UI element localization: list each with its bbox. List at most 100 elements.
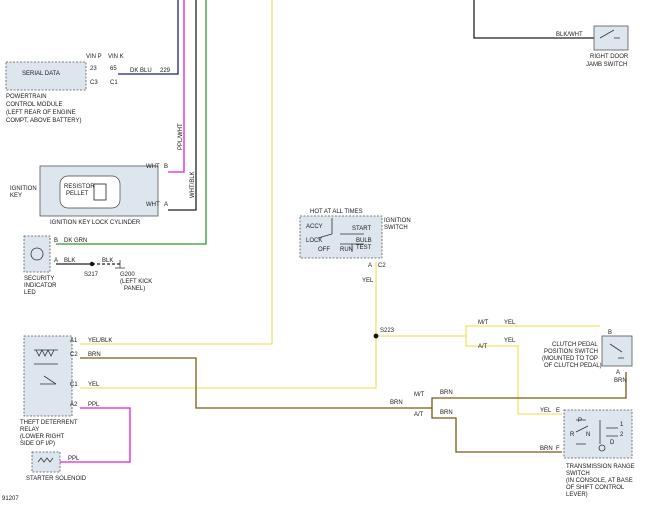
led-wire-a2: BLK [102, 258, 113, 264]
clutch-caption-4: OF CLUTCH PEDAL) [544, 363, 602, 369]
led-caption-1: SECURITY [24, 276, 54, 282]
door-switch-box [593, 25, 629, 51]
clutch-caption-1: CLUTCH PEDAL [552, 342, 598, 348]
clutch-contact [609, 343, 624, 359]
brn-main: BRN [390, 400, 403, 406]
trans-contacts [575, 419, 618, 445]
wire-yel-ign [80, 262, 377, 389]
wire-ppl-wht-label: PPL/WHT [178, 123, 184, 150]
relay-wire-a1: YEL/BLK [88, 338, 112, 344]
pcm-box [5, 61, 87, 91]
led-splice: S217 [84, 272, 99, 278]
ign-title-1: IGNITION [384, 218, 411, 224]
clutch-pin-b: B [608, 330, 612, 336]
solenoid-coil [37, 457, 54, 463]
ign-wire: YEL [362, 278, 374, 284]
brn-wire-mt: BRN [440, 390, 453, 396]
relay-pin-a1: A1 [70, 338, 78, 344]
pcm-caption-4: COMPT, ABOVE BATTERY) [6, 118, 81, 124]
trans-caption-2: SWITCH [566, 471, 590, 477]
trans-pos-r: R [570, 432, 575, 438]
pcm-circuit: 229 [160, 68, 171, 74]
brn-branch: BRN M/T A/T BRN BRN [390, 390, 453, 418]
wire-ppl-wht [168, 0, 185, 173]
ign-hot-label: HOT AT ALL TIMES [310, 209, 363, 215]
pcm-pin-23: 23 [90, 66, 97, 72]
resistor-label-2: PELLET [66, 191, 89, 197]
led-pin-b: B [54, 238, 58, 244]
relay-wire-a2: PPL [88, 402, 100, 408]
ign-pos-run: RUN [340, 247, 353, 253]
trans-wire-e: YEL [540, 408, 552, 414]
wire-ppl-relay [60, 407, 131, 463]
trans-pin-f: F [556, 446, 560, 452]
ign-pos-off: OFF [318, 247, 330, 253]
pcm-caption-1: POWERTRAIN [6, 94, 47, 100]
wire-yel-at [465, 336, 562, 415]
trans-wire-f: BRN [540, 446, 553, 452]
pcm-caption-2: CONTROL MODULE [6, 102, 62, 108]
ign-switch-contacts [317, 218, 364, 252]
ign-splice: S223 [380, 328, 395, 334]
pcm-conn-c3: C3 [90, 80, 98, 86]
theft-relay: A1 C2 C1 A2 YEL/BLK BRN YEL PPL THEFT DE… [20, 335, 112, 447]
pcm-caption-3: (LEFT REAR OF ENGINE [6, 110, 76, 116]
led-symbol [30, 247, 44, 261]
trans-caption-1: TRANSMISSION RANGE [566, 464, 635, 470]
pcm-vin-p: VIN P [86, 54, 102, 60]
ignition-key-cylinder: IGNITION KEY RESISTOR PELLET IGNITION KE… [10, 123, 196, 226]
wire-brn-c2 [80, 357, 432, 409]
clutch-switch: M/T A/T YEL YEL B A BRN CLUTCH PEDAL POS… [478, 320, 633, 384]
relay-box [23, 335, 73, 417]
key-wire-b: WHT [146, 164, 160, 170]
clutch-box [601, 335, 633, 367]
relay-caption-1: THEFT DETERRENT [20, 420, 78, 426]
pcm-vin-k: VIN K [108, 54, 124, 60]
ign-pin-a: A [368, 263, 372, 269]
trans-pos-d: D [610, 440, 615, 446]
resistor-label-1: RESISTOR [64, 184, 95, 190]
brn-wire-at: BRN [440, 410, 453, 416]
relay-coil [34, 349, 58, 385]
ign-title-2: SWITCH [384, 225, 408, 231]
trans-box [563, 409, 633, 459]
trans-caption-3: (IN CONSOLE, AT BASE [566, 478, 633, 484]
ground-3: PANEL) [124, 286, 145, 292]
led-wire-a: BLK [64, 258, 75, 264]
led-caption-3: LED [24, 290, 36, 296]
ign-switch-box [299, 215, 383, 259]
figure-id: 91207 [2, 496, 19, 502]
resistor-pellet [93, 183, 107, 201]
relay-pin-a2: A2 [70, 402, 78, 408]
wire-yel-mt [465, 325, 600, 336]
ign-pos-bulb-2: TEST [356, 245, 372, 251]
clutch-caption-3: (MOUNTED TO TOP [542, 356, 598, 362]
wire-brn-at [431, 408, 562, 453]
door-switch-caption-2: JAMB SWITCH [586, 62, 627, 68]
trans-caption-5: LEVER) [566, 492, 588, 498]
pcm-pin-65: 65 [110, 66, 117, 72]
trans-pos-2: 2 [620, 432, 624, 438]
clutch-wire-at: YEL [504, 338, 516, 344]
wire-brn-mt [431, 372, 627, 408]
ign-pos-start: START [352, 226, 371, 232]
starter-solenoid: PPL STARTER SOLENOID [26, 451, 87, 482]
relay-caption-4: SIDE OF I/P) [20, 441, 55, 447]
trans-pos-n: N [586, 432, 590, 438]
ign-pos-bulb-1: BULB [356, 238, 372, 244]
ground-1: G200 [120, 272, 135, 278]
pcm-serial-data: SERIAL DATA [22, 71, 60, 77]
door-switch-contact [599, 29, 620, 39]
brn-at: A/T [414, 412, 424, 418]
wire-dk-grn [56, 0, 207, 245]
trans-caption-4: OF SHIFT CONTROL [566, 485, 625, 491]
ign-pos-lock: LOCK [306, 238, 322, 244]
trans-pos-1: 1 [620, 422, 624, 428]
key-label-2: KEY [10, 193, 22, 199]
ignition-switch: HOT AT ALL TIMES IGNITION SWITCH ACCY LO… [299, 209, 411, 334]
door-switch-wire: BLK/WHT [556, 32, 583, 38]
wire-wht-blk-label: WHT/BLK [190, 171, 196, 198]
key-label-1: IGNITION [10, 186, 37, 192]
relay-pin-c1: C1 [70, 382, 78, 388]
door-switch-caption-1: RIGHT DOOR [590, 54, 629, 60]
